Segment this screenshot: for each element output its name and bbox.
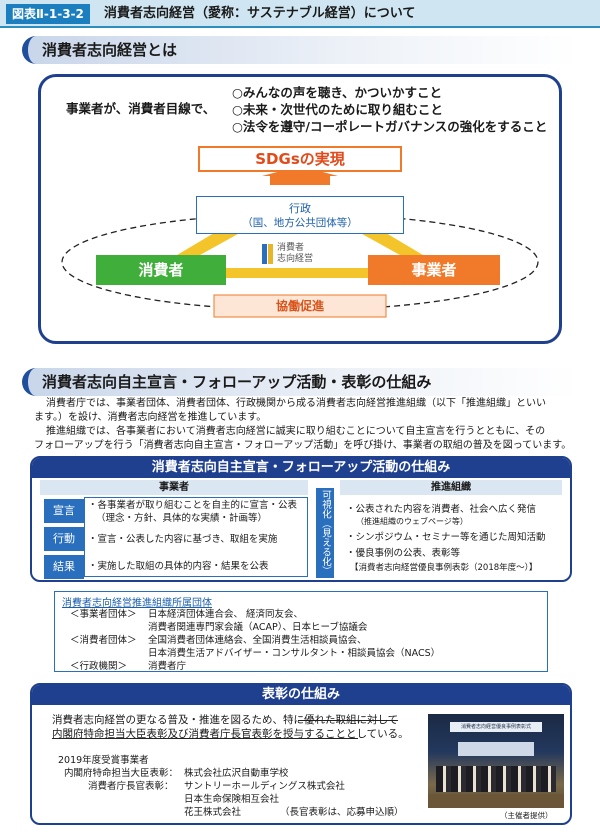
logo-text-2: 志向経営 — [277, 254, 314, 264]
members-gov-1: 消費者庁 — [148, 661, 187, 672]
lead-point-1: ○みんなの声を聴き、かついかすこと — [232, 85, 443, 100]
sdgs-box: SDGsの実現 — [198, 146, 402, 172]
triangle-bar-bottom — [196, 268, 404, 278]
government-label: 行政 — [289, 202, 311, 215]
award-kao-note: （長官表彰は、応募申込順） — [280, 807, 404, 818]
award-desc-1: 消費者志向経営の更なる普及・推進を図るため、特に優れた取組に対して — [52, 714, 399, 726]
step-declare-sub: （理念・方針、具体的な実績・計画等） — [96, 513, 268, 524]
step-act-text: ・宣言・公表した内容に基づき、取組を実施 — [88, 534, 278, 545]
business-box: 事業者 — [368, 255, 500, 285]
members-business-2: 消費者関連専門家会議（ACAP）、日本ヒーブ協議会 — [148, 622, 368, 633]
logo-mark-blue — [262, 244, 267, 264]
org-item-3-sub: 【消費者志向経営優良事例表彰（2018年度～）】 — [350, 563, 538, 573]
concept-box — [38, 74, 562, 344]
award-director-2: 日本生命保険相互会社 — [184, 794, 280, 805]
award-year-title: 2019年度受賞事業者 — [58, 755, 149, 766]
business-col-head: 事業者 — [40, 480, 308, 495]
logo-text-1: 消費者 — [277, 243, 305, 253]
org-item-2: ・シンポジウム・セミナー等を通じた周知活動 — [346, 532, 546, 543]
org-item-3: ・優良事例の公表、表彰等 — [346, 548, 461, 559]
underline-1 — [298, 720, 398, 721]
intro-para-2a: 推進組織では、各事業者において消費者志向経営に誠実に取り組むことについて自主宣言… — [46, 426, 546, 437]
mechanism-title: 消費者志向自主宣言・フォローアップ活動の仕組み — [32, 458, 570, 478]
collab-label: 協働促進 — [275, 299, 324, 313]
government-box — [196, 196, 404, 234]
underline-2 — [52, 738, 358, 739]
org-item-1: ・公表された内容を消費者、社会へ広く発信 — [346, 504, 537, 515]
logo-mark-yellow — [268, 244, 273, 264]
members-business-1: 日本経済団体連合会、 経済同友会、 — [148, 609, 304, 620]
collab-box — [213, 294, 387, 318]
section-heading-what-is: 消費者志向経営とは — [22, 36, 578, 64]
org-col-head: 推進組織 — [340, 480, 562, 495]
members-consumer-2: 日本消費生活アドバイザー・コンサルタント・相談員協会（NACS） — [148, 648, 441, 659]
sdgs-arrow — [262, 166, 338, 185]
intro-para-2b: フォローアップを行う「消費者志向自主宣言・フォローアップ活動」を呼び掛け、事業者… — [34, 440, 572, 451]
members-title: 消費者志向経営推進組織所属団体 — [62, 598, 212, 609]
consumer-box: 消費者 — [96, 255, 226, 285]
photo-screen — [458, 742, 534, 756]
intro-para-1b: ます。）を設け、消費者志向経営を推進しています。 — [34, 412, 267, 423]
award-minister-value: 株式会社広沢自動車学校 — [184, 768, 289, 779]
visible-label: 可視化（見える化） — [316, 488, 334, 578]
award-director-label: 消費者庁長官表彰： — [88, 781, 174, 792]
step-result-text: ・実施した取組の具体的内容・結果を公表 — [88, 561, 269, 572]
figure-number: 図表Ⅱ-1-3-2 — [6, 4, 90, 24]
award-photo: 消費者志向経営優良事例表彰式 — [428, 714, 564, 808]
award-minister-label: 内閣府特命担当大臣表彰： — [64, 768, 179, 779]
photo-people — [436, 766, 556, 792]
steps-outline — [84, 497, 308, 577]
members-consumer-1: 全国消費者団体連絡会、全国消費生活相談員協会、 — [148, 635, 367, 646]
award-desc-2: 内閣府特命担当大臣表彰及び消費者庁長官表彰を授与することとしている。 — [52, 728, 409, 740]
figure-title: 消費者志向経営（愛称：サステナブル経営）について — [104, 6, 416, 21]
members-business-label: ＜事業者団体＞ — [70, 609, 137, 620]
award-kao: 花王株式会社 — [184, 807, 242, 818]
step-declare-text: ・各事業者が取り組むことを自主的に宣言・公表 — [88, 500, 298, 511]
step-result-label: 結果 — [44, 555, 84, 579]
photo-caption: （主催者提供） — [500, 811, 553, 820]
step-declare-label: 宣言 — [44, 499, 84, 523]
government-sublabel: （国、地方公共団体等） — [242, 217, 358, 229]
section-heading-mechanism: 消費者志向自主宣言・フォローアップ活動・表彰の仕組み — [22, 368, 578, 396]
step-act-label: 行動 — [44, 527, 84, 551]
photo-banner: 消費者志向経営優良事例表彰式 — [450, 722, 542, 732]
lead-point-3: ○法令を遵守/コーポレートガバナンスの強化をすること — [232, 119, 548, 134]
intro-para-1a: 消費者庁では、事業者団体、消費者団体、行政機関から成る消費者志向経営推進組織（以… — [46, 398, 546, 409]
members-box — [54, 591, 548, 672]
org-item-1-sub: （推進組織のウェブページ等） — [356, 517, 468, 526]
figure-header — [0, 0, 600, 28]
photo-floor — [428, 794, 564, 808]
lead-point-2: ○未来・次世代のために取り組むこと — [232, 102, 443, 117]
award-title: 表彰の仕組み — [32, 685, 570, 705]
members-gov-label: ＜行政機関＞ — [70, 661, 128, 672]
members-consumer-label: ＜消費者団体＞ — [70, 635, 137, 646]
award-director-1: サントリーホールディングス株式会社 — [184, 781, 345, 792]
lead-left: 事業者が、消費者目線で、 — [66, 101, 216, 116]
